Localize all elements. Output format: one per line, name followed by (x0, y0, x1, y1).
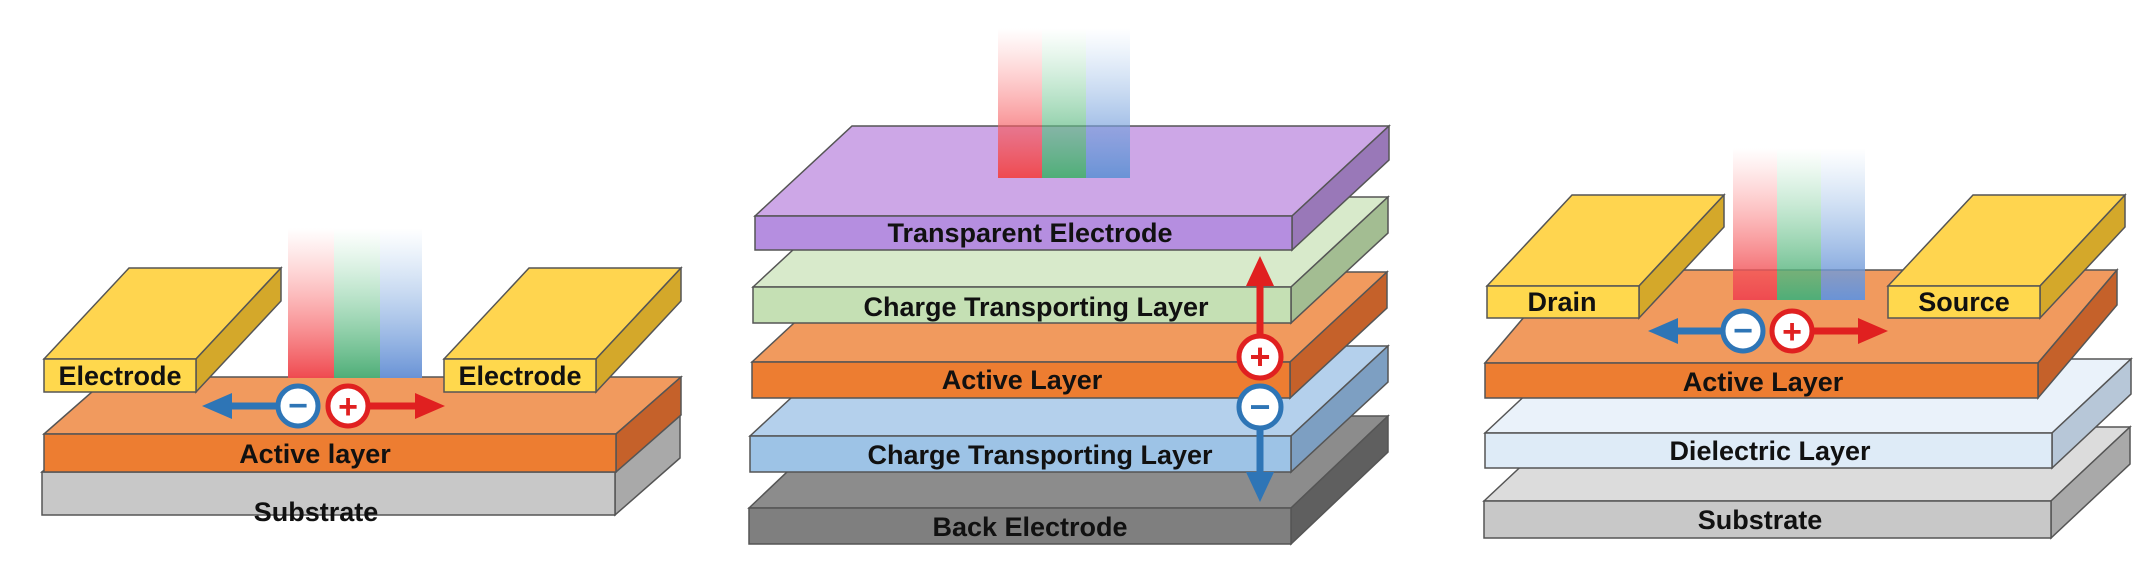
drain-label: Drain (1527, 287, 1596, 317)
light-beam (998, 28, 1130, 178)
substrate-label: Substrate (1698, 505, 1823, 535)
left-electrode-label: Electrode (58, 361, 181, 391)
active-layer-label: Active Layer (942, 365, 1103, 395)
light-beam (1733, 148, 1865, 300)
left-electrode: Electrode (42, 266, 283, 394)
light-beam (288, 228, 422, 378)
source-electrode: Source (1886, 193, 2127, 320)
electron-carrier: − (1236, 383, 1284, 502)
active-layer-label: Active Layer (1683, 367, 1844, 397)
bottom-charge-transporting-label: Charge Transporting Layer (867, 440, 1213, 470)
hole-symbol: + (1782, 313, 1802, 351)
hole-carrier: + (1236, 256, 1284, 381)
phototransistor-panel: Substrate Dielectric Layer Active Layer (1482, 148, 2133, 540)
vertical-photodiode-panel: Back Electrode Charge Transporting Layer… (747, 28, 1391, 546)
active-layer-label: Active layer (239, 439, 391, 469)
right-electrode: Electrode (442, 266, 683, 394)
electron-symbol: − (288, 387, 308, 425)
transparent-electrode-label: Transparent Electrode (887, 218, 1172, 248)
electron-symbol: − (1249, 386, 1270, 427)
top-charge-transporting-label: Charge Transporting Layer (863, 292, 1209, 322)
hole-symbol: + (338, 388, 358, 426)
electron-carrier: − (202, 383, 321, 429)
transparent-electrode-layer: Transparent Electrode (753, 124, 1391, 252)
substrate-label: Substrate (254, 497, 379, 527)
right-electrode-label: Electrode (458, 361, 581, 391)
source-label: Source (1918, 287, 2010, 317)
drain-electrode: Drain (1485, 193, 1726, 320)
lateral-photodetector-panel: Substrate Active layer Electrode E (40, 228, 683, 527)
hole-carrier: + (1769, 308, 1888, 354)
dielectric-layer-label: Dielectric Layer (1669, 436, 1871, 466)
hole-symbol: + (1249, 336, 1270, 377)
electron-symbol: − (1733, 312, 1753, 350)
back-electrode-label: Back Electrode (932, 512, 1127, 542)
hole-carrier: + (325, 383, 445, 429)
electron-carrier: − (1648, 308, 1766, 354)
